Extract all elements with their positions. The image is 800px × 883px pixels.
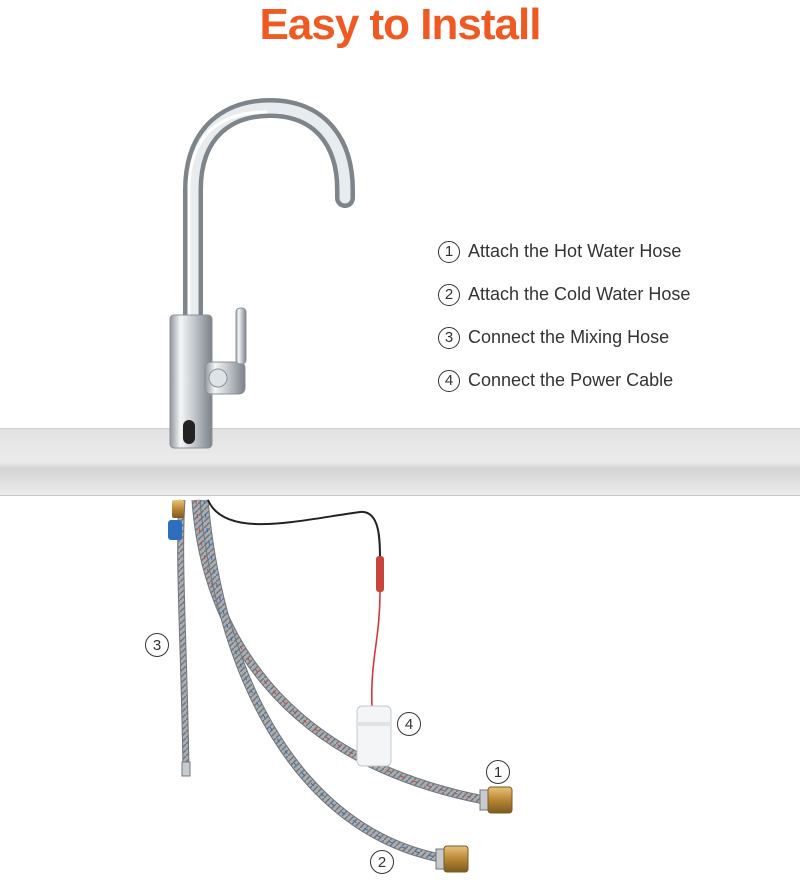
step-text: Attach the Hot Water Hose (468, 241, 682, 261)
step-text: Connect the Mixing Hose (468, 327, 670, 347)
step-item: 1 Attach the Hot Water Hose (438, 230, 778, 273)
battery-box-icon (356, 705, 392, 767)
callout-power-cable: 4 (397, 712, 421, 736)
callout-cold-hose: 2 (370, 850, 394, 874)
step-item: 3 Connect the Mixing Hose (438, 316, 778, 359)
callout-hot-hose: 1 (486, 760, 510, 784)
step-text: Attach the Cold Water Hose (468, 284, 691, 304)
page-title: Easy to Install (259, 0, 542, 49)
install-steps: 1 Attach the Hot Water Hose 2 Attach the… (438, 230, 778, 402)
step-text: Connect the Power Cable (468, 370, 674, 390)
countertop (0, 428, 800, 496)
step-number: 1 (438, 240, 460, 263)
step-item: 4 Connect the Power Cable (438, 359, 778, 402)
step-number: 2 (438, 283, 460, 306)
step-number: 4 (438, 369, 460, 392)
step-number: 3 (438, 326, 460, 349)
step-item: 2 Attach the Cold Water Hose (438, 273, 778, 316)
callout-mixing-hose: 3 (145, 633, 169, 657)
faucet-icon (169, 97, 355, 449)
